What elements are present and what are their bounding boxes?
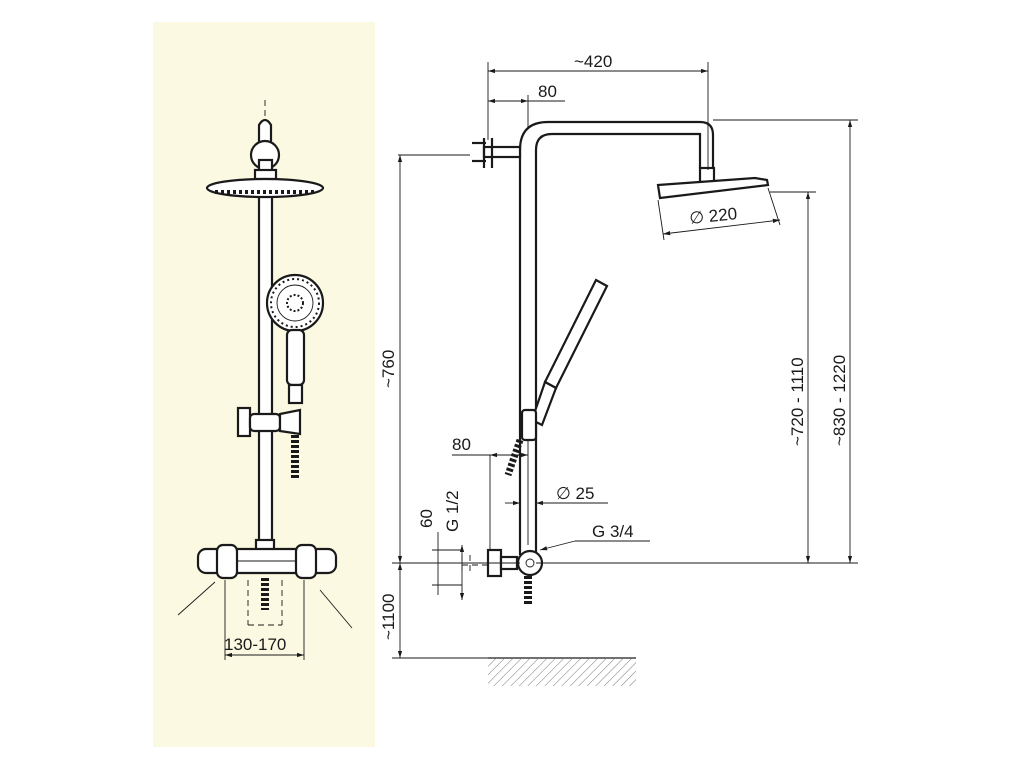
- right-inlet-leader: [319, 589, 353, 629]
- outlet-thread-label: G 3/4: [592, 522, 634, 541]
- wall-bracket: [472, 138, 522, 168]
- floor: [488, 657, 636, 686]
- side-hand-shower: [504, 278, 609, 477]
- overhead-shower-head: [205, 168, 325, 199]
- outlet-spacing-label: 130-170: [224, 635, 286, 654]
- inlet-height-label: 60: [417, 509, 436, 528]
- side-shower-head: [656, 166, 770, 200]
- inlet-thread-label: G 1/2: [443, 490, 462, 532]
- mixer-wall-distance-label: 80: [452, 435, 471, 454]
- riser-pipe: [257, 158, 274, 544]
- floor-height-label: ~1100: [379, 594, 398, 640]
- shower-head-diameter-label: ∅ 220: [688, 204, 738, 228]
- thermostatic-mixer: [196, 538, 338, 610]
- slider-holder: [236, 406, 302, 438]
- column-height-label: ~760: [379, 350, 398, 388]
- wall-bracket-depth-label: 80: [538, 82, 557, 101]
- front-view: 130-170: [177, 100, 353, 660]
- side-view: ~420 80 ∅ 220 ~760 ~1100 80 G 1/2 60: [379, 52, 858, 686]
- total-height-range-label: ~830 - 1220: [830, 355, 849, 446]
- pipe-diameter-label: ∅ 25: [556, 484, 594, 503]
- arm-reach-label: ~420: [574, 52, 612, 71]
- hand-shower: [265, 273, 325, 405]
- side-riser-inner: [534, 132, 702, 555]
- side-mixer: [461, 548, 544, 606]
- head-height-range-label: ~720 - 1110: [788, 357, 807, 446]
- left-inlet-leader: [177, 581, 216, 616]
